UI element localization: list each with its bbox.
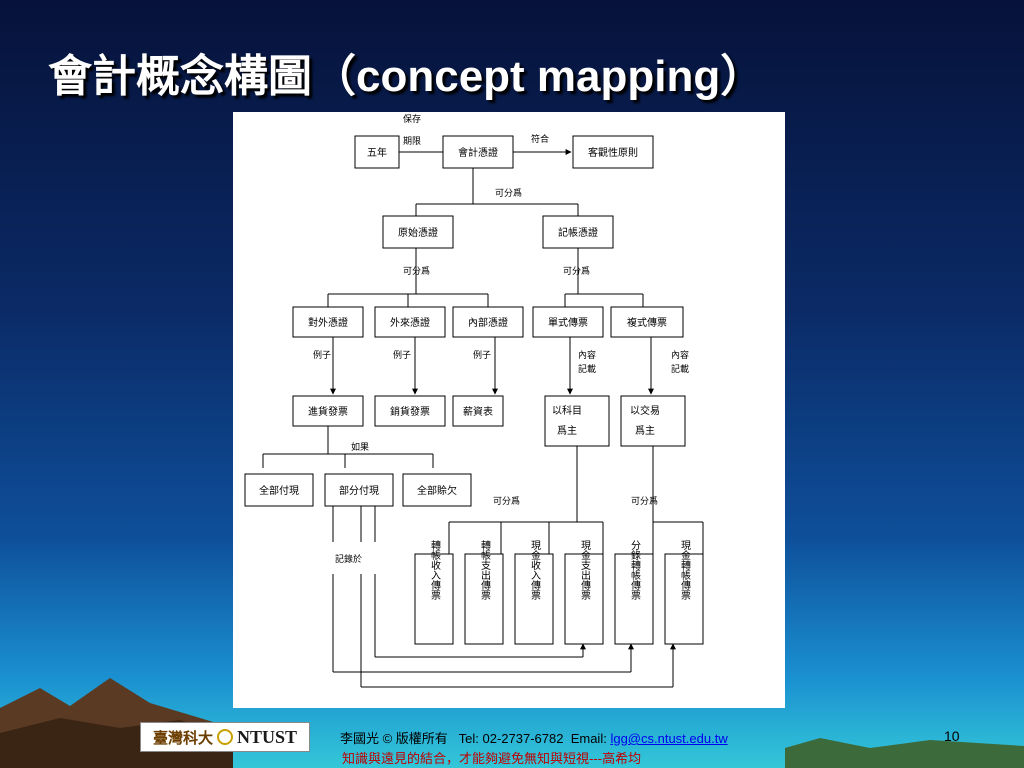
edge-labels: 保存 期限 符合 可分爲 可分爲 可分爲 例子 例子 例子 內容 記載 內容 記…: [313, 113, 689, 565]
label-example-3: 例子: [473, 349, 491, 361]
svg-text:現金支出傳票: 現金支出傳票: [579, 540, 591, 600]
ntust-logo: 臺灣科大 NTUST: [140, 722, 310, 752]
svg-text:部分付現: 部分付現: [339, 484, 379, 497]
node-full-credit: 全部賒欠: [402, 473, 472, 507]
svg-text:轉帳支出傳票: 轉帳支出傳票: [479, 539, 491, 600]
label-divide-4: 可分爲: [493, 495, 520, 507]
node-full-cash: 全部付現: [244, 473, 314, 507]
node-sales-invoice: 銷貨發票: [374, 395, 446, 427]
node-cash-transfer-slip: 現金轉帳傳票: [664, 540, 704, 645]
node-five-years: 五年: [354, 135, 400, 169]
tel-text: Tel: 02-2737-6782: [458, 731, 564, 746]
node-journal-transfer-slip: 分錄轉帳傳票: [614, 540, 654, 645]
label-content-2: 記載: [578, 363, 596, 375]
node-purchase-invoice: 進貨發票: [292, 395, 364, 427]
node-compound-slip: 複式傳票: [610, 306, 684, 338]
page-number: 10: [944, 728, 960, 744]
slide-title: 會計概念構圖（concept mapping）: [48, 52, 765, 101]
node-cash-receipt-slip: 現金收入傳票: [514, 540, 554, 645]
label-keep-2: 期限: [403, 136, 421, 147]
svg-text:轉帳收入傳票: 轉帳收入傳票: [429, 539, 441, 600]
node-partial-cash: 部分付現: [324, 473, 394, 507]
svg-text:爲主: 爲主: [635, 425, 655, 437]
svg-text:五年: 五年: [367, 146, 387, 159]
label-content-1: 內容: [578, 349, 596, 361]
node-external-in-voucher: 外來憑證: [374, 306, 446, 338]
label-divide-1: 可分爲: [495, 187, 522, 199]
node-transfer-receipt-slip: 轉帳收入傳票: [414, 539, 454, 645]
label-example-1: 例子: [313, 349, 331, 361]
label-keep-1: 保存: [403, 113, 421, 125]
concept-map-svg: 五年 會計憑證 客觀性原則 原始憑證 記帳憑證 對外憑證 外來憑證 內部憑: [244, 113, 704, 688]
svg-text:外來憑證: 外來憑證: [390, 316, 430, 329]
svg-text:全部付現: 全部付現: [259, 484, 299, 497]
footer-contact: 李國光 © 版權所有 Tel: 02-2737-6782 Email: lgg@…: [340, 728, 728, 747]
node-accounting-voucher: 會計憑證: [442, 135, 514, 169]
svg-text:對外憑證: 對外憑證: [308, 316, 348, 329]
label-conform: 符合: [531, 133, 549, 145]
email-label: Email:: [570, 731, 607, 746]
node-objectivity-principle: 客觀性原則: [572, 135, 654, 169]
node-original-voucher: 原始憑證: [382, 215, 454, 249]
label-content-4: 記載: [671, 363, 689, 375]
copyright-text: 李國光 © 版權所有: [340, 731, 448, 746]
label-divide-2: 可分爲: [403, 265, 430, 277]
svg-text:內部憑證: 內部憑證: [468, 316, 508, 329]
node-internal-voucher: 內部憑證: [452, 306, 524, 338]
svg-text:原始憑證: 原始憑證: [398, 226, 438, 239]
label-if: 如果: [351, 441, 369, 453]
node-transfer-payment-slip: 轉帳支出傳票: [464, 539, 504, 645]
svg-text:現金收入傳票: 現金收入傳票: [529, 540, 541, 600]
node-cash-payment-slip: 現金支出傳票: [564, 540, 604, 645]
svg-text:薪資表: 薪資表: [463, 405, 493, 418]
footer-motto: 知識與遠見的結合，才能夠避免無知與短視---高希均: [342, 752, 642, 767]
logo-emblem-icon: [216, 729, 233, 745]
svg-text:會計憑證: 會計憑證: [458, 146, 498, 159]
svg-text:分錄轉帳傳票: 分錄轉帳傳票: [629, 540, 641, 600]
node-payroll: 薪資表: [452, 395, 504, 427]
svg-text:複式傳票: 複式傳票: [627, 316, 667, 329]
svg-text:客觀性原則: 客觀性原則: [588, 146, 638, 159]
svg-text:進貨發票: 進貨發票: [308, 405, 348, 418]
svg-text:爲主: 爲主: [557, 425, 577, 437]
svg-text:單式傳票: 單式傳票: [548, 316, 588, 329]
node-external-out-voucher: 對外憑證: [292, 306, 364, 338]
node-single-slip: 單式傳票: [532, 306, 604, 338]
email-link[interactable]: lgg@cs.ntust.edu.tw: [610, 731, 728, 746]
concept-map-diagram: 五年 會計憑證 客觀性原則 原始憑證 記帳憑證 對外憑證 外來憑證 內部憑: [233, 112, 785, 708]
label-example-2: 例子: [393, 349, 411, 361]
svg-text:銷貨發票: 銷貨發票: [390, 405, 430, 418]
slide-footer: 臺灣科大 NTUST 李國光 © 版權所有 Tel: 02-2737-6782 …: [0, 722, 1024, 768]
node-booking-voucher: 記帳憑證: [542, 215, 614, 249]
node-by-transaction: 以交易 爲主: [620, 395, 686, 447]
label-content-3: 內容: [671, 349, 689, 361]
svg-text:全部賒欠: 全部賒欠: [417, 484, 457, 497]
svg-text:以科目: 以科目: [552, 404, 582, 417]
svg-text:以交易: 以交易: [630, 404, 660, 417]
label-record-in: 記錄於: [335, 553, 362, 565]
label-divide-3: 可分爲: [563, 265, 590, 277]
label-divide-5: 可分爲: [631, 495, 658, 507]
svg-text:現金轉帳傳票: 現金轉帳傳票: [679, 540, 691, 600]
connector-lines: [262, 149, 704, 688]
node-by-account: 以科目 爲主: [544, 395, 610, 447]
svg-text:記帳憑證: 記帳憑證: [558, 226, 598, 239]
